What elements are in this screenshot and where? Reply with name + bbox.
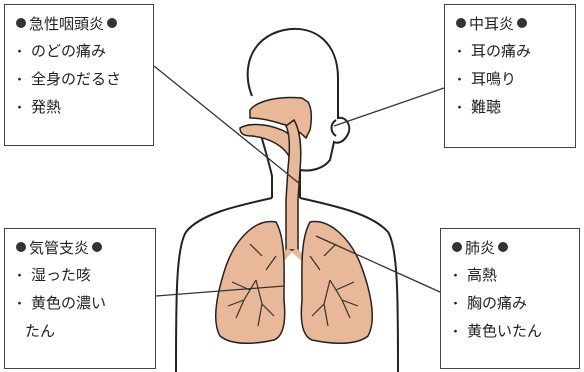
middle-dot-icon: ・ [449, 269, 462, 284]
filled-circle-icon [456, 18, 466, 28]
middle-dot-icon: ・ [13, 297, 26, 312]
middle-dot-icon: ・ [449, 325, 462, 340]
list-item: ・のどの痛み [13, 38, 145, 66]
middle-dot-icon: ・ [449, 297, 462, 312]
middle-dot-icon: ・ [13, 101, 26, 116]
callout-title: 気管支炎 [29, 239, 89, 257]
middle-dot-icon: ・ [13, 269, 26, 284]
leader-otitis [334, 88, 444, 126]
callout-pneumonia: 肺炎 ・高熱 ・胸の痛み ・黄色いたん [440, 228, 580, 369]
list-item: ・黄色の濃い [13, 290, 147, 318]
lung-right [301, 222, 372, 344]
callout-bronchitis: 気管支炎 ・湿った咳 ・黄色の濃い たん [4, 228, 156, 369]
list-item: ・湿った咳 [13, 262, 147, 290]
middle-dot-icon: ・ [453, 73, 466, 88]
list-item: ・黄色いたん [449, 318, 571, 346]
list-item-continuation: たん [13, 318, 147, 345]
filled-circle-icon [452, 242, 462, 252]
filled-circle-icon [16, 18, 26, 28]
callout-title: 中耳炎 [469, 15, 514, 33]
callout-pharyngitis: 急性咽頭炎 ・のどの痛み ・全身のだるさ ・発熱 [4, 4, 154, 146]
callout-title: 急性咽頭炎 [29, 15, 104, 33]
ear [332, 120, 337, 136]
list-item: ・胸の痛み [449, 290, 571, 318]
filled-circle-icon [16, 242, 26, 252]
list-item: ・高熱 [449, 262, 571, 290]
middle-dot-icon: ・ [453, 101, 466, 116]
list-item: ・耳の痛み [453, 38, 567, 66]
list-item: ・全身のだるさ [13, 66, 145, 94]
list-item: ・発熱 [13, 94, 145, 122]
filled-circle-icon [92, 242, 102, 252]
filled-circle-icon [517, 18, 527, 28]
callout-otitis-media: 中耳炎 ・耳の痛み ・耳鳴り ・難聴 [444, 4, 576, 148]
filled-circle-icon [107, 18, 117, 28]
callout-title: 肺炎 [465, 239, 495, 257]
leader-tonsillitis [154, 66, 300, 184]
middle-dot-icon: ・ [13, 73, 26, 88]
middle-dot-icon: ・ [453, 45, 466, 60]
lung-left [216, 221, 285, 343]
middle-dot-icon: ・ [13, 45, 26, 60]
list-item: ・耳鳴り [453, 66, 567, 94]
filled-circle-icon [498, 242, 508, 252]
list-item: ・難聴 [453, 94, 567, 122]
